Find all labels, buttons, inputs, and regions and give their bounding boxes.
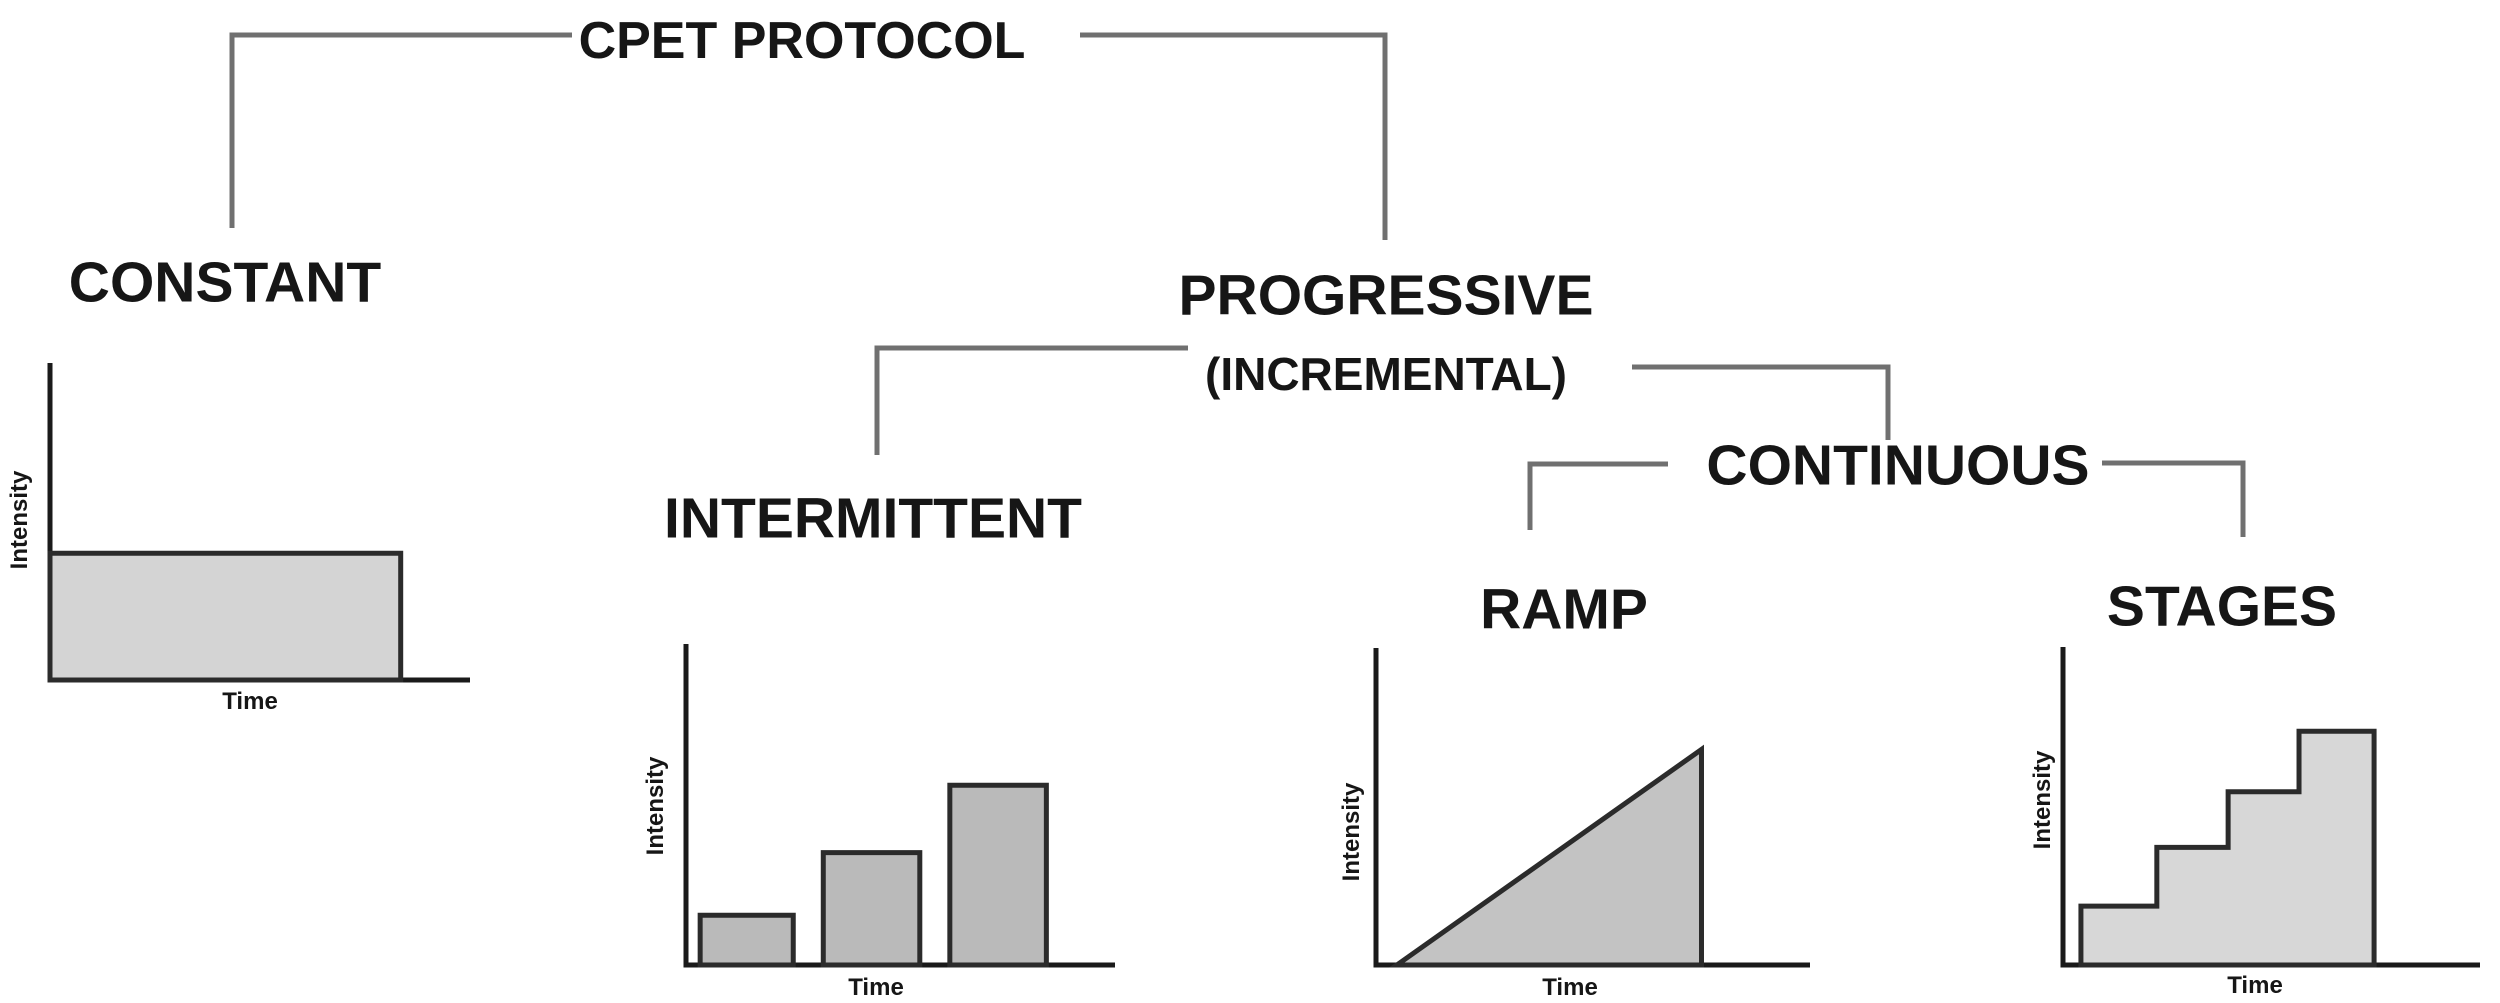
- constant-shape-0: [47, 550, 404, 683]
- connector-root-to-constant: [229, 32, 572, 228]
- intermittent-y-axis-label: Intensity: [642, 756, 669, 856]
- intermittent-chart-shapes: [697, 782, 1049, 968]
- connector-progressive-to-intermittent: [874, 345, 1188, 455]
- node-label-ramp: RAMP: [1480, 577, 1648, 642]
- node-label-continuous: CONTINUOUS: [1706, 433, 2090, 498]
- root-node-label: CPET PROTOCOL: [578, 12, 1026, 70]
- ramp-chart-shapes: [1388, 744, 1704, 968]
- stages-y-axis-label: Intensity: [2029, 750, 2056, 850]
- node-label-stages: STAGES: [2106, 574, 2338, 639]
- connector-continuous-to-stages: [2102, 460, 2246, 537]
- stages-x-axis-label: Time: [2227, 972, 2283, 999]
- intermittent-x-axis-label: Time: [848, 974, 904, 1001]
- node-label-constant: CONSTANT: [68, 250, 382, 315]
- connector-root-to-progressive: [1080, 32, 1388, 240]
- intermittent-shape-1: [820, 850, 923, 968]
- ramp-shape-0: [1388, 744, 1704, 968]
- constant-x-axis-label: Time: [222, 688, 278, 715]
- ramp-y-axis-label: Intensity: [1338, 782, 1365, 882]
- node-label-intermittent: INTERMITTENT: [664, 486, 1082, 551]
- constant-y-axis-label: Intensity: [6, 470, 33, 570]
- node-sublabel-incremental: (INCREMENTAL): [1205, 348, 1567, 400]
- stages-chart-shapes: [2078, 728, 2377, 968]
- node-label-progressive: PROGRESSIVE: [1178, 263, 1594, 328]
- ramp-x-axis-label: Time: [1542, 974, 1598, 1001]
- intermittent-shape-2: [947, 782, 1049, 968]
- stages-shape-0: [2078, 728, 2377, 968]
- connector-progressive-to-continuous: [1632, 364, 1891, 440]
- constant-chart-shapes: [47, 550, 404, 683]
- intermittent-shape-0: [697, 912, 796, 968]
- connector-continuous-to-ramp: [1527, 461, 1668, 530]
